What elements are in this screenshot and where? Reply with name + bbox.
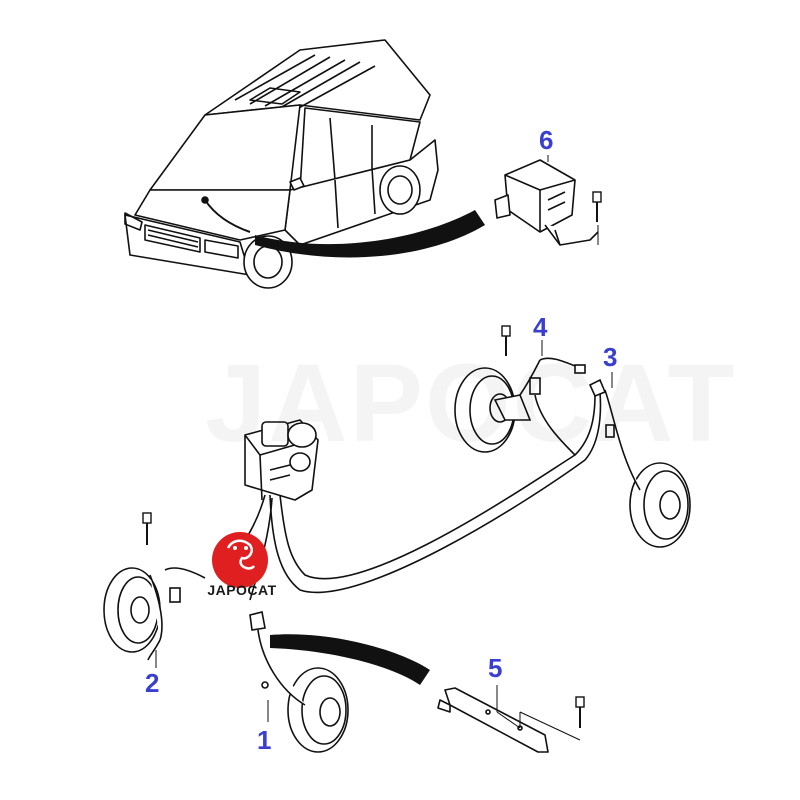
bolt-4 [501,325,511,356]
rear-right-wheel-speed-sensor [588,378,691,548]
callout-4: 4 [533,312,548,342]
callout-3: 3 [603,342,618,372]
rear-left-wheel-speed-sensor [454,357,586,453]
logo: JAPOCAT [200,532,284,602]
callout-5: 5 [488,653,503,683]
mounting-bracket [437,687,549,753]
callout-2: 2 [145,668,160,698]
abs-hydraulic-unit [244,419,319,501]
bolt-5 [575,696,585,728]
leader-swoosh-5 [270,634,430,685]
callout-line-6 [547,155,599,245]
logo-text: JAPOCAT [207,582,277,598]
yaw-rate-sensor-module [494,159,599,246]
watermark: JAPOCAT [205,340,736,467]
front-left-wheel-speed-sensor [103,567,206,661]
callout-6: 6 [539,125,554,155]
callout-line-5 [496,685,581,741]
bolt-2 [142,512,152,545]
logo-badge [212,532,268,588]
bolt-6 [592,191,602,222]
callout-1: 1 [257,725,272,755]
front-right-wheel-speed-sensor [249,611,349,753]
vehicle-outline [124,39,439,289]
leader-swoosh-6 [255,210,485,258]
